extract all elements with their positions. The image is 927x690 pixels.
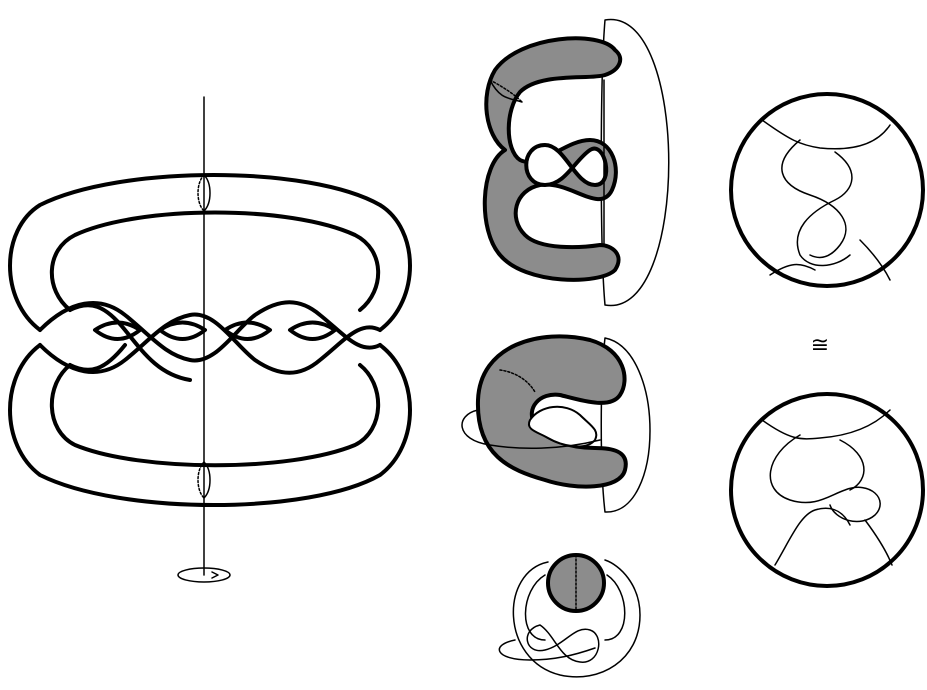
tube-stage-1-panel [485,19,669,305]
tangle-bottom-strand-3 [840,440,864,490]
upper-loop-inner [52,213,378,311]
meridian-top-dashed [198,175,204,211]
rotation-arrowhead [212,572,218,578]
ball-boundary-bottom [731,394,923,586]
tangle-ball-top-panel [731,94,923,286]
tangle-top-strand-3 [797,152,852,266]
meridian-bottom-solid [204,462,210,498]
meridian-top-solid [204,175,210,211]
lower-loop-inner [52,365,378,465]
tangle-bottom-strand-1 [762,410,890,439]
braided-torus-panel [10,97,410,582]
tube-stage-3-panel [499,555,640,677]
tube-stage-2-panel [462,336,650,512]
tangle-bottom-strand-5 [865,520,892,565]
tangle-top-strand-1 [762,120,890,149]
meridian-bottom-dashed [198,462,204,498]
ball-boundary-top [731,94,923,286]
tangle-ball-bottom-panel [731,394,923,586]
twist-band [40,302,380,380]
isotopy-symbol: ≅ [811,333,829,358]
